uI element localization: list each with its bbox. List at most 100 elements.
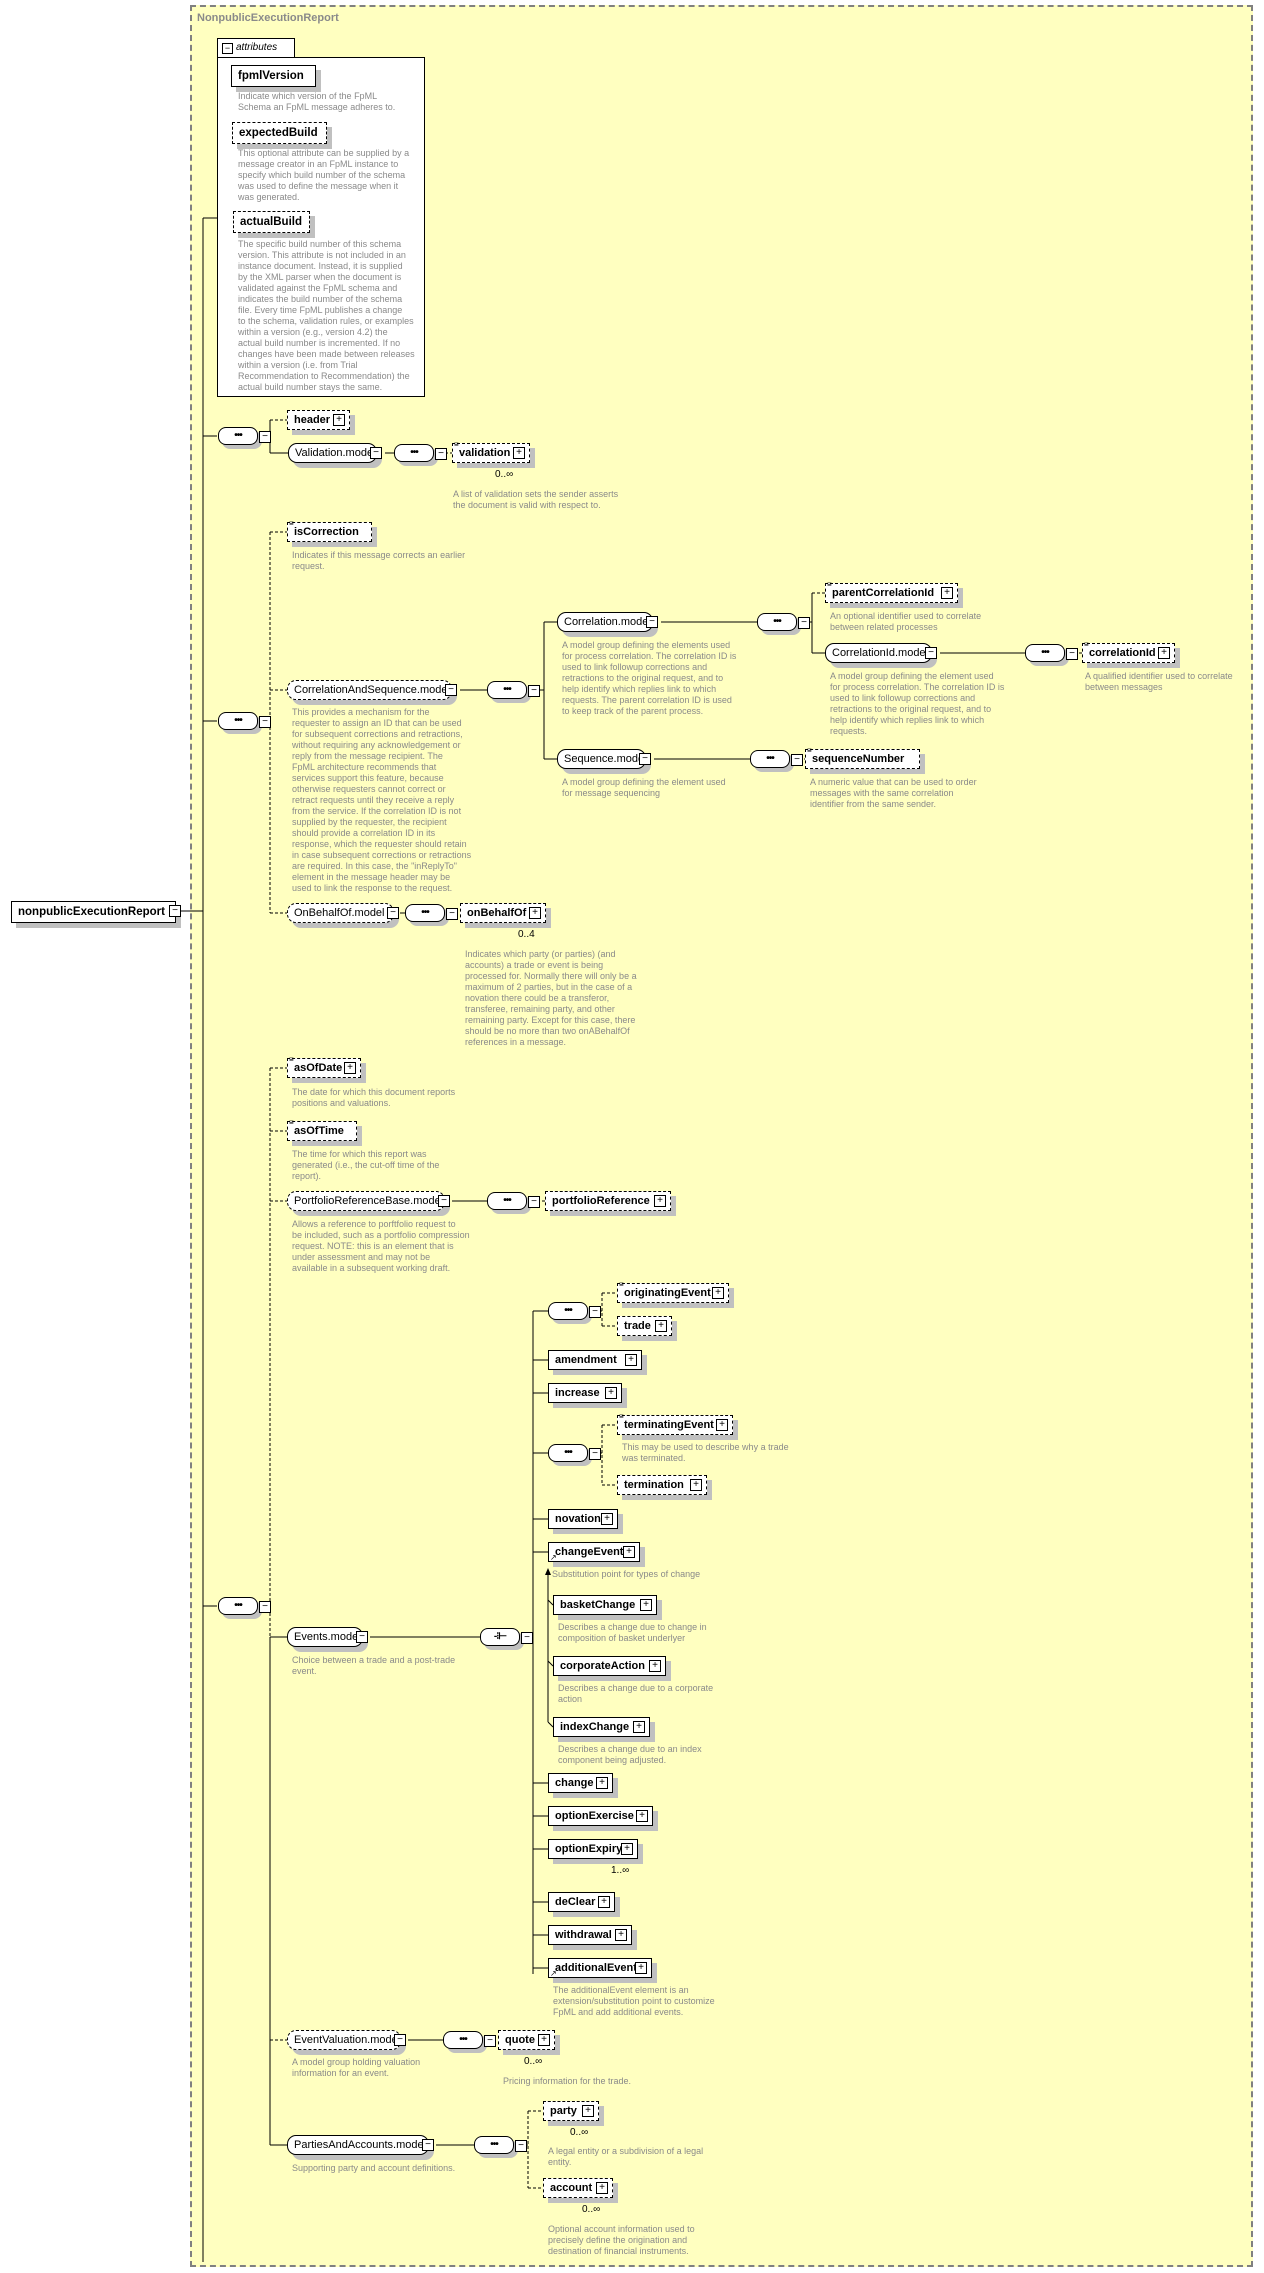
element-asOfDate[interactable]: ≡ asOfDate + bbox=[287, 1056, 361, 1078]
element-basketChange[interactable]: basketChange + bbox=[553, 1595, 657, 1615]
element-party[interactable]: party + bbox=[543, 2101, 599, 2121]
expand-icon[interactable]: + bbox=[582, 2105, 594, 2117]
expand-icon[interactable]: + bbox=[941, 587, 953, 599]
expand-icon[interactable]: + bbox=[513, 447, 525, 459]
expand-icon[interactable]: + bbox=[712, 1287, 724, 1299]
element-amendment[interactable]: amendment + bbox=[548, 1350, 642, 1370]
expand-icon[interactable]: + bbox=[605, 1387, 617, 1399]
element-correlationId[interactable]: ≡ correlationId + bbox=[1082, 641, 1175, 663]
sequence-compositor[interactable]: •••− bbox=[218, 1597, 271, 1615]
sequence-compositor[interactable]: •••− bbox=[394, 444, 447, 462]
sequence-compositor[interactable]: •••− bbox=[218, 427, 271, 445]
group-EventValuation-model[interactable]: EventValuation.model − bbox=[287, 2030, 406, 2050]
sequence-compositor[interactable]: •••− bbox=[750, 750, 803, 768]
element-header[interactable]: header + bbox=[287, 410, 350, 430]
element-additionalEvent[interactable]: ↗ additionalEvent + bbox=[548, 1958, 652, 1978]
element-optionExpiry[interactable]: optionExpiry + bbox=[548, 1839, 638, 1859]
element-withdrawal[interactable]: withdrawal + bbox=[548, 1925, 632, 1945]
collapse-icon[interactable]: − bbox=[446, 908, 458, 920]
expand-icon[interactable]: + bbox=[690, 1479, 702, 1491]
group-Validation-model[interactable]: Validation.model − bbox=[288, 443, 382, 463]
collapse-icon[interactable]: − bbox=[639, 753, 651, 765]
element-account[interactable]: account + bbox=[543, 2178, 613, 2198]
collapse-icon[interactable]: − bbox=[589, 1448, 601, 1460]
sequence-compositor[interactable]: •••− bbox=[487, 681, 540, 699]
group-CorrelationAndSequence-model[interactable]: CorrelationAndSequence.model − bbox=[287, 680, 457, 700]
element-asOfTime[interactable]: ≡ asOfTime bbox=[287, 1119, 357, 1141]
element-quote[interactable]: quote + bbox=[498, 2030, 555, 2050]
collapse-icon[interactable]: − bbox=[528, 1196, 540, 1208]
collapse-icon[interactable]: − bbox=[646, 616, 658, 628]
element-originatingEvent[interactable]: ≡ originatingEvent + bbox=[617, 1281, 729, 1303]
expand-icon[interactable]: + bbox=[636, 1810, 648, 1822]
element-optionExercise[interactable]: optionExercise + bbox=[548, 1806, 653, 1826]
sequence-compositor[interactable]: •••− bbox=[548, 1302, 601, 1320]
collapse-icon[interactable]: − bbox=[259, 1601, 271, 1613]
expand-icon[interactable]: + bbox=[621, 1843, 633, 1855]
collapse-icon[interactable]: − bbox=[438, 1195, 450, 1207]
expand-icon[interactable]: + bbox=[1158, 647, 1170, 659]
element-trade[interactable]: trade + bbox=[617, 1316, 672, 1336]
expand-icon[interactable]: + bbox=[333, 414, 345, 426]
element-change[interactable]: change + bbox=[548, 1773, 613, 1793]
attribute-expectedBuild[interactable]: expectedBuild bbox=[232, 122, 327, 144]
element-increase[interactable]: increase + bbox=[548, 1383, 622, 1403]
expand-icon[interactable]: + bbox=[623, 1546, 635, 1558]
group-PortfolioReferenceBase-model[interactable]: PortfolioReferenceBase.model − bbox=[287, 1191, 450, 1211]
collapse-icon[interactable]: − bbox=[515, 2140, 527, 2152]
attribute-actualBuild[interactable]: actualBuild bbox=[233, 211, 310, 233]
element-parentCorrelationId[interactable]: ≡ parentCorrelationId + bbox=[825, 581, 958, 603]
element-deClear[interactable]: deClear + bbox=[548, 1892, 615, 1912]
element-portfolioReference[interactable]: portfolioReference + bbox=[545, 1191, 671, 1211]
collapse-icon[interactable]: − bbox=[484, 2035, 496, 2047]
collapse-icon[interactable]: − bbox=[394, 2034, 406, 2046]
collapse-icon[interactable]: − bbox=[222, 43, 233, 54]
element-corporateAction[interactable]: corporateAction + bbox=[553, 1656, 666, 1676]
group-Correlation-model[interactable]: Correlation.model − bbox=[557, 612, 658, 632]
collapse-icon[interactable]: − bbox=[445, 684, 457, 696]
group-OnBehalfOf-model[interactable]: OnBehalfOf.model − bbox=[287, 903, 399, 923]
sequence-compositor[interactable]: •••− bbox=[474, 2136, 527, 2154]
expand-icon[interactable]: + bbox=[596, 1777, 608, 1789]
collapse-icon[interactable]: − bbox=[589, 1306, 601, 1318]
element-changeEvent[interactable]: ↗ changeEvent + bbox=[548, 1542, 640, 1562]
sequence-compositor[interactable]: •••− bbox=[443, 2031, 496, 2049]
expand-icon[interactable]: + bbox=[598, 1896, 610, 1908]
root-element-nonpublicExecutionReport[interactable]: nonpublicExecutionReport − bbox=[11, 901, 181, 923]
sequence-compositor[interactable]: •••− bbox=[405, 904, 458, 922]
sequence-compositor[interactable]: •••− bbox=[487, 1192, 540, 1210]
choice-compositor[interactable]: -⁝⊢− bbox=[480, 1628, 533, 1646]
group-PartiesAndAccounts-model[interactable]: PartiesAndAccounts.model − bbox=[287, 2135, 434, 2155]
collapse-icon[interactable]: − bbox=[370, 447, 382, 459]
expand-icon[interactable]: + bbox=[625, 1354, 637, 1366]
collapse-icon[interactable]: − bbox=[169, 905, 181, 917]
sequence-compositor[interactable]: •••− bbox=[548, 1444, 601, 1462]
collapse-icon[interactable]: − bbox=[356, 1631, 368, 1643]
expand-icon[interactable]: + bbox=[633, 1721, 645, 1733]
element-isCorrection[interactable]: ≡ isCorrection bbox=[287, 520, 372, 542]
expand-icon[interactable]: + bbox=[716, 1419, 728, 1431]
expand-icon[interactable]: + bbox=[601, 1513, 613, 1525]
group-CorrelationId-model[interactable]: CorrelationId.model − bbox=[825, 643, 937, 663]
sequence-compositor[interactable]: •••− bbox=[1025, 644, 1078, 662]
collapse-icon[interactable]: − bbox=[259, 716, 271, 728]
element-sequenceNumber[interactable]: ≡ sequenceNumber bbox=[805, 747, 920, 769]
element-termination[interactable]: termination + bbox=[617, 1475, 707, 1495]
element-validation[interactable]: ≡ validation + bbox=[452, 441, 530, 463]
element-indexChange[interactable]: indexChange + bbox=[553, 1717, 650, 1737]
expand-icon[interactable]: + bbox=[344, 1062, 356, 1074]
collapse-icon[interactable]: − bbox=[528, 685, 540, 697]
sequence-compositor[interactable]: •••− bbox=[218, 712, 271, 730]
group-Events-model[interactable]: Events.model − bbox=[287, 1627, 368, 1647]
collapse-icon[interactable]: − bbox=[1066, 648, 1078, 660]
expand-icon[interactable]: + bbox=[655, 1320, 667, 1332]
expand-icon[interactable]: + bbox=[596, 2182, 608, 2194]
collapse-icon[interactable]: − bbox=[521, 1632, 533, 1644]
expand-icon[interactable]: + bbox=[635, 1962, 647, 1974]
expand-icon[interactable]: + bbox=[538, 2034, 550, 2046]
element-onBehalfOf[interactable]: onBehalfOf + bbox=[460, 903, 546, 923]
expand-icon[interactable]: + bbox=[640, 1599, 652, 1611]
element-novation[interactable]: novation + bbox=[548, 1509, 618, 1529]
collapse-icon[interactable]: − bbox=[435, 448, 447, 460]
attribute-fpmlVersion[interactable]: fpmlVersion bbox=[231, 65, 316, 87]
